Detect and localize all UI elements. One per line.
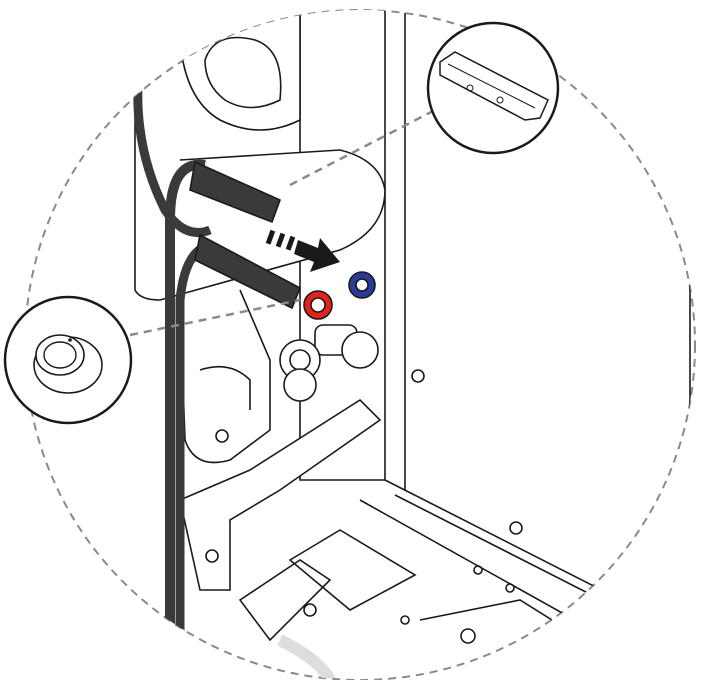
cables bbox=[133, 59, 302, 680]
arrow-right-icon bbox=[265, 229, 340, 272]
connector-lower bbox=[194, 233, 302, 310]
connector-upper bbox=[189, 160, 282, 224]
clip-detail-icon bbox=[426, 21, 560, 155]
mounting-plate bbox=[179, 398, 417, 680]
connector-cap-icon bbox=[3, 295, 133, 425]
socket-panel bbox=[279, 271, 379, 402]
